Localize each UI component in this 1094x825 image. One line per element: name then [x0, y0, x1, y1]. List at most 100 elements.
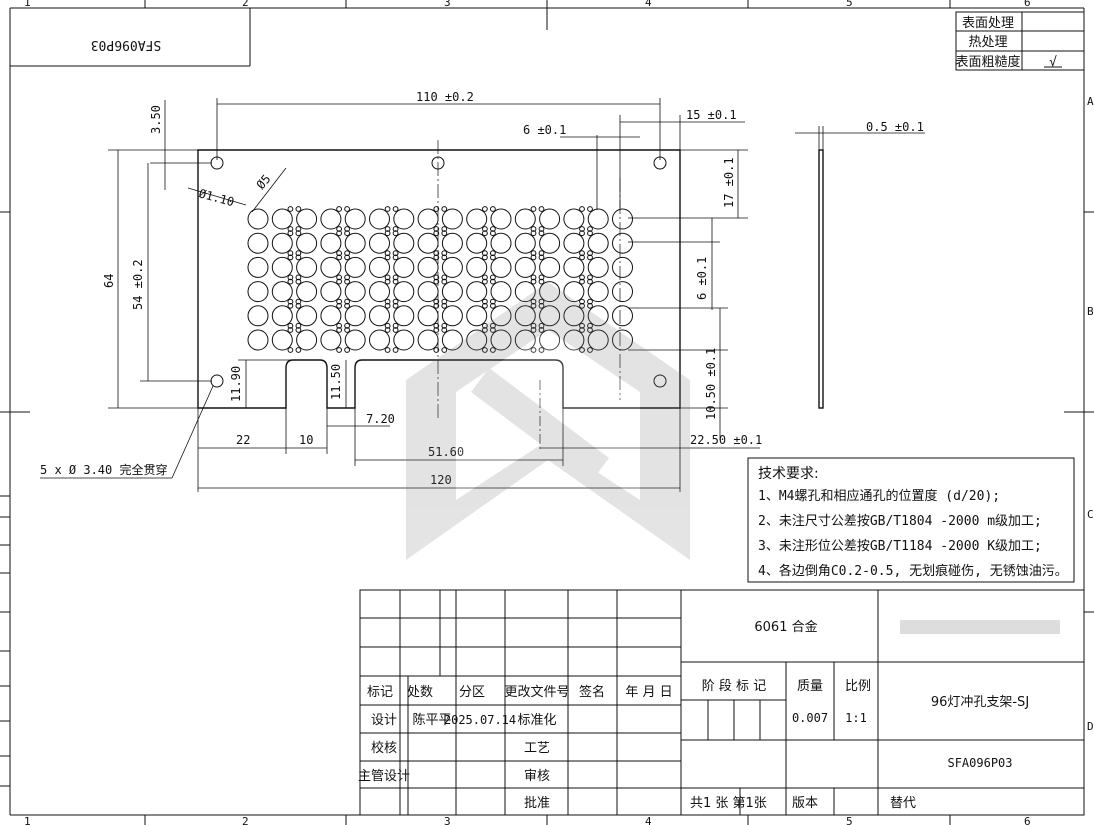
screw-hole [538, 278, 545, 285]
led-hole [539, 281, 561, 303]
part-code: SFA096P03 [947, 756, 1012, 770]
led-hole [320, 256, 342, 278]
screw-hole [490, 230, 496, 237]
led-hole [271, 256, 293, 278]
zone-top-4: 4 [645, 0, 652, 9]
screw-hole [490, 254, 496, 261]
screw-hole [392, 298, 399, 305]
led-hole [271, 208, 293, 230]
zone-bottom-6: 6 [1024, 815, 1031, 825]
screw-hole [482, 298, 488, 305]
led-hole [441, 232, 463, 254]
led-hole [393, 256, 415, 278]
screw-hole [530, 298, 537, 305]
dimension-texts: 110 ±0.2 6 ±0.1 15 ±0.1 3.50 64 54 ±0.2 … [40, 90, 762, 487]
screw-hole [384, 250, 391, 257]
zone-bottom-2: 2 [242, 815, 249, 825]
screw-hole [441, 322, 448, 329]
led-hole [369, 281, 390, 303]
led-hole [587, 232, 609, 254]
led-hole [539, 305, 561, 327]
hole-callout: 5 x Ø 3.40 完全贯穿 [40, 462, 167, 477]
screw-hole [433, 298, 440, 305]
led-hole [539, 256, 561, 278]
screw-hole [538, 347, 545, 353]
screw-hole [579, 226, 585, 232]
row-role-chief: 主管设计 [358, 769, 410, 784]
led-hole [514, 256, 536, 278]
dim-54: 54 ±0.2 [131, 259, 145, 310]
mirrored-code-box: SFA096P03 [10, 8, 251, 67]
led-hole [612, 208, 633, 230]
dim-phi-5: Ø5 [254, 172, 274, 192]
led-hole [247, 232, 269, 254]
screw-hole [433, 250, 440, 257]
row-role-check: 校核 [371, 740, 397, 756]
screw-hole [530, 322, 537, 329]
screw-hole [433, 302, 440, 309]
screw-hole [287, 250, 294, 257]
screw-hole [538, 206, 545, 212]
screw-hole [579, 278, 585, 285]
screw-hole [587, 274, 593, 281]
led-hole [369, 305, 390, 327]
led-hole [587, 329, 609, 351]
screw-hole [587, 278, 593, 285]
led-hole [490, 305, 512, 327]
header-zone: 分区 [459, 685, 485, 700]
screw-hole [287, 254, 294, 261]
led-hole [490, 281, 512, 303]
led-hole [296, 208, 318, 230]
screw-hole [295, 206, 302, 212]
screw-hole [336, 206, 343, 212]
screw-hole [587, 298, 593, 305]
screw-hole [579, 298, 585, 305]
blurred-company-name [900, 620, 1060, 634]
screw-hole [441, 206, 448, 212]
screw-hole [295, 302, 302, 309]
dim-11-50: 11.50 [329, 364, 343, 400]
led-hole [563, 329, 585, 351]
led-hole [563, 256, 585, 278]
screw-hole [530, 274, 537, 281]
dim-11-90: 11.90 [229, 366, 243, 402]
led-hole [344, 256, 366, 278]
screw-hole [295, 230, 302, 237]
dim-22: 22 [236, 433, 250, 447]
led-hole [563, 208, 585, 230]
screw-hole [344, 250, 351, 257]
led-hole [296, 256, 318, 278]
led-hole [539, 232, 561, 254]
screw-hole [482, 226, 488, 232]
led-hole [393, 329, 415, 351]
screw-hole [384, 298, 391, 305]
screw-hole [392, 206, 399, 212]
header-date: 年 月 日 [625, 685, 672, 700]
screw-hole [441, 278, 448, 285]
screw-hole [384, 347, 391, 353]
dim-3-50: 3.50 [149, 105, 163, 134]
led-hole [539, 329, 561, 351]
zone-right-c: C [1087, 508, 1094, 521]
led-hole [369, 208, 390, 230]
screw-hole [579, 347, 585, 353]
screw-hole [287, 230, 294, 237]
led-hole [296, 305, 318, 327]
led-hole [612, 305, 633, 327]
header-change-doc: 更改文件号 [504, 685, 569, 700]
dim-10-50: 10.50 ±0.1 [704, 348, 718, 420]
screw-hole [392, 274, 399, 281]
screw-hole [336, 226, 343, 232]
screw-hole [587, 302, 593, 309]
watermark-logo [406, 282, 690, 560]
led-hole [393, 305, 415, 327]
screw-hole [482, 278, 488, 285]
zone-top-1: 1 [24, 0, 31, 9]
screw-hole [344, 327, 351, 333]
screw-hole [579, 274, 585, 281]
screw-hole [392, 302, 399, 309]
led-hole [344, 305, 366, 327]
led-hole [612, 232, 633, 254]
dim-15: 15 ±0.1 [686, 108, 737, 122]
screw-hole [287, 327, 294, 333]
